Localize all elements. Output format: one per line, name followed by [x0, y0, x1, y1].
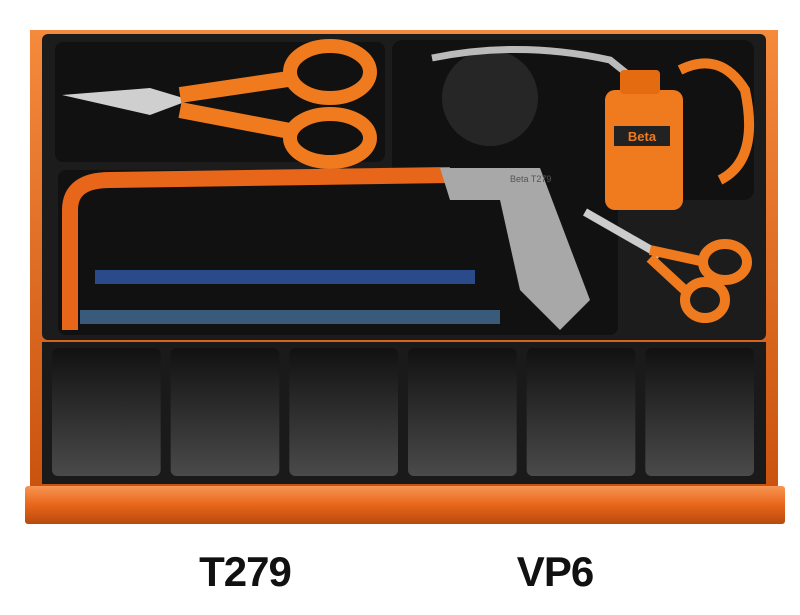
bin-compartment [52, 348, 161, 476]
drawer-front [25, 486, 785, 524]
electrician-scissors [583, 208, 752, 323]
bin-compartment [408, 348, 517, 476]
bin-compartment [170, 348, 280, 476]
product-code-tools: T279 [199, 548, 292, 595]
svg-text:Beta T279: Beta T279 [510, 174, 551, 184]
svg-text:Beta: Beta [628, 129, 657, 144]
oil-can: Beta [431, 46, 755, 210]
tin-snips [62, 39, 377, 169]
bin-compartment [289, 348, 398, 476]
bin-tray [42, 342, 766, 484]
bin-compartment [526, 348, 636, 476]
bin-compartment [645, 348, 754, 476]
hacksaw: Beta T279 [62, 167, 590, 330]
product-code-bins: VP6 [516, 548, 594, 595]
